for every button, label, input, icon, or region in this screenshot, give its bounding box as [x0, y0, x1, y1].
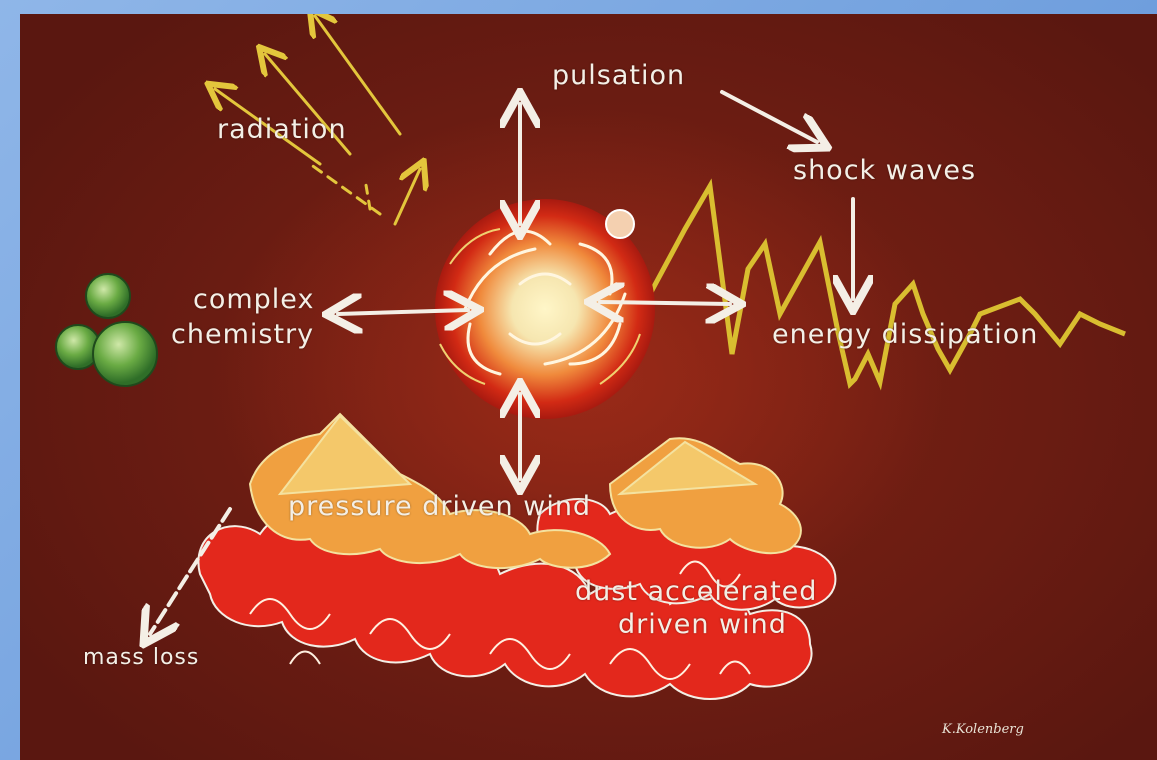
star-curl [606, 210, 634, 238]
label-mass-loss: mass loss [83, 647, 199, 669]
label-driven-wind: driven wind [618, 611, 787, 638]
arrow-energy [600, 302, 730, 304]
artist-signature: K.Kolenberg [942, 722, 1024, 737]
arrow-shock [722, 92, 817, 142]
label-shock-waves: shock waves [793, 157, 976, 184]
radiation-arrow-4 [395, 169, 420, 224]
pressure-wind-peaks [280, 416, 755, 494]
molecule-sphere-top [86, 274, 130, 318]
label-dust-accelerated: dust accelerated [575, 578, 817, 605]
painting-canvas: radiation pulsation shock waves complex … [20, 14, 1157, 760]
label-radiation: radiation [217, 116, 347, 143]
zigzag-waves [650, 186, 1125, 384]
label-pressure-driven-wind: pressure driven wind [288, 493, 591, 520]
molecule-spheres [56, 274, 157, 386]
molecule-sphere-main [93, 322, 157, 386]
zigzag-line [650, 186, 1125, 384]
label-energy-dissipation: energy dissipation [772, 321, 1038, 348]
label-complex: complex [193, 286, 314, 313]
label-chemistry: chemistry [171, 321, 314, 348]
label-pulsation: pulsation [552, 62, 685, 89]
